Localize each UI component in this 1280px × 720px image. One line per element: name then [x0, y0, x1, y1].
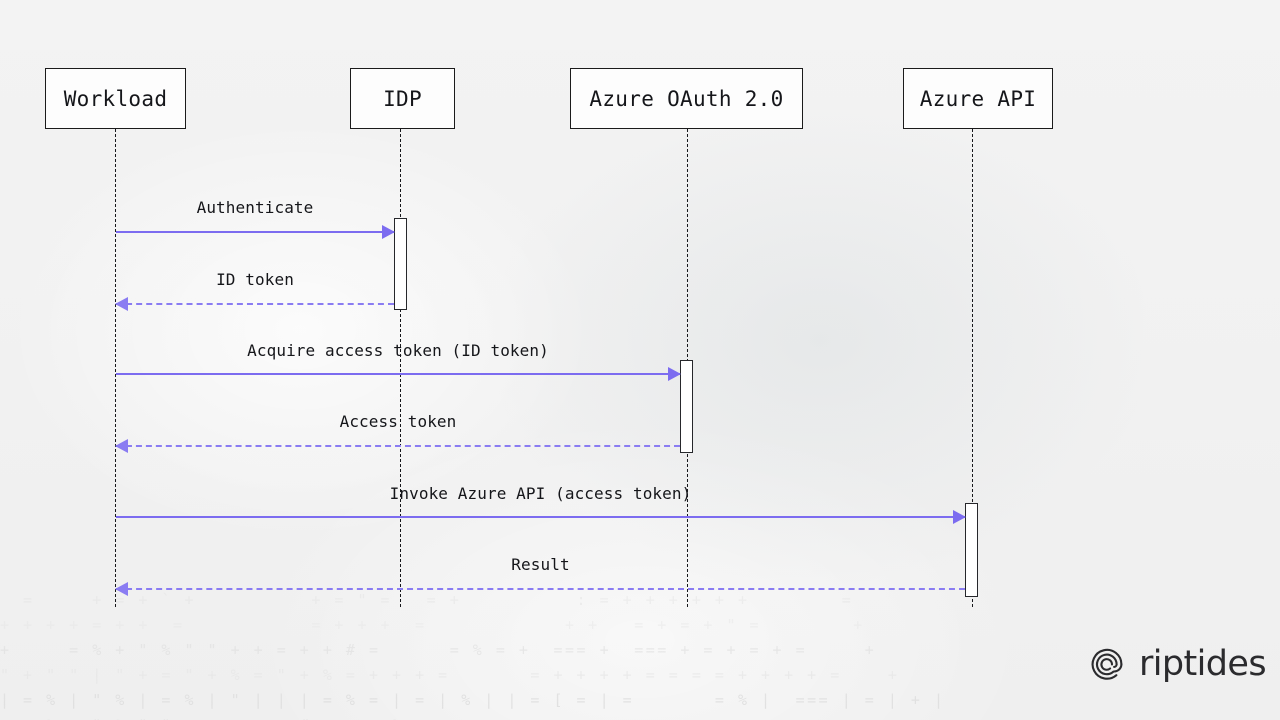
lifeline-idp: [400, 129, 401, 607]
message-label-6: Result: [511, 555, 570, 574]
ascii-texture-row: " + " " | " + = " + % = " + % = + + + = …: [0, 666, 900, 684]
arrowhead-left-6: [115, 581, 128, 596]
message-label-4: Access token: [339, 412, 457, 431]
arrowhead-left-2: [115, 296, 128, 311]
message-label-3: Acquire access token (ID token): [247, 341, 549, 360]
message-line-2: [116, 303, 394, 305]
message-line-3: [116, 373, 680, 375]
participant-label-idp: IDP: [383, 86, 422, 111]
participant-box-workload[interactable]: Workload: [45, 68, 186, 129]
ascii-texture-row: + + + + = + + = = + + + = + + = + = + " …: [0, 616, 865, 634]
message-line-4: [116, 445, 680, 447]
riptides-wordmark: riptides: [1139, 644, 1267, 684]
activation-bar-oauth: [680, 360, 693, 453]
lifeline-workload: [115, 129, 116, 607]
arrowhead-right-5: [953, 509, 966, 524]
arrowhead-left-4: [115, 438, 128, 453]
ascii-texture-row: + = % + " % " " + + = + + # = = % = + ==…: [0, 641, 877, 659]
lifeline-api: [972, 129, 973, 607]
message-line-1: [116, 231, 394, 233]
activation-bar-idp: [394, 218, 407, 310]
message-label-5: Invoke Azure API (access token): [389, 484, 692, 503]
riptides-spiral-mark: [1086, 643, 1128, 685]
message-line-6: [116, 588, 965, 590]
participant-box-oauth[interactable]: Azure OAuth 2.0: [570, 68, 803, 129]
background-ascii-texture: = + = + ` + + = " = = + : = + + + + + + …: [0, 588, 1280, 720]
ascii-texture-row: = + = + ` + + = " = = + : = + + + + + + …: [0, 591, 854, 609]
participant-label-api: Azure API: [919, 86, 1037, 111]
participant-label-workload: Workload: [63, 86, 168, 111]
participant-box-api[interactable]: Azure API: [903, 68, 1053, 129]
arrowhead-right-3: [668, 366, 681, 381]
message-label-2: ID token: [216, 270, 294, 289]
activation-bar-api: [965, 503, 978, 597]
participant-label-oauth: Azure OAuth 2.0: [589, 86, 784, 111]
riptides-logo: riptides: [1086, 643, 1267, 685]
ascii-texture-row: = % + " % " " + + = + + # = = % = + == +…: [0, 713, 1280, 720]
arrowhead-right-1: [382, 224, 395, 239]
message-line-5: [116, 516, 965, 518]
ascii-texture-row: | = % | " % | = % | " | | | = % = | = | …: [0, 691, 946, 709]
participant-box-idp[interactable]: IDP: [350, 68, 455, 129]
message-label-1: Authenticate: [196, 198, 314, 217]
